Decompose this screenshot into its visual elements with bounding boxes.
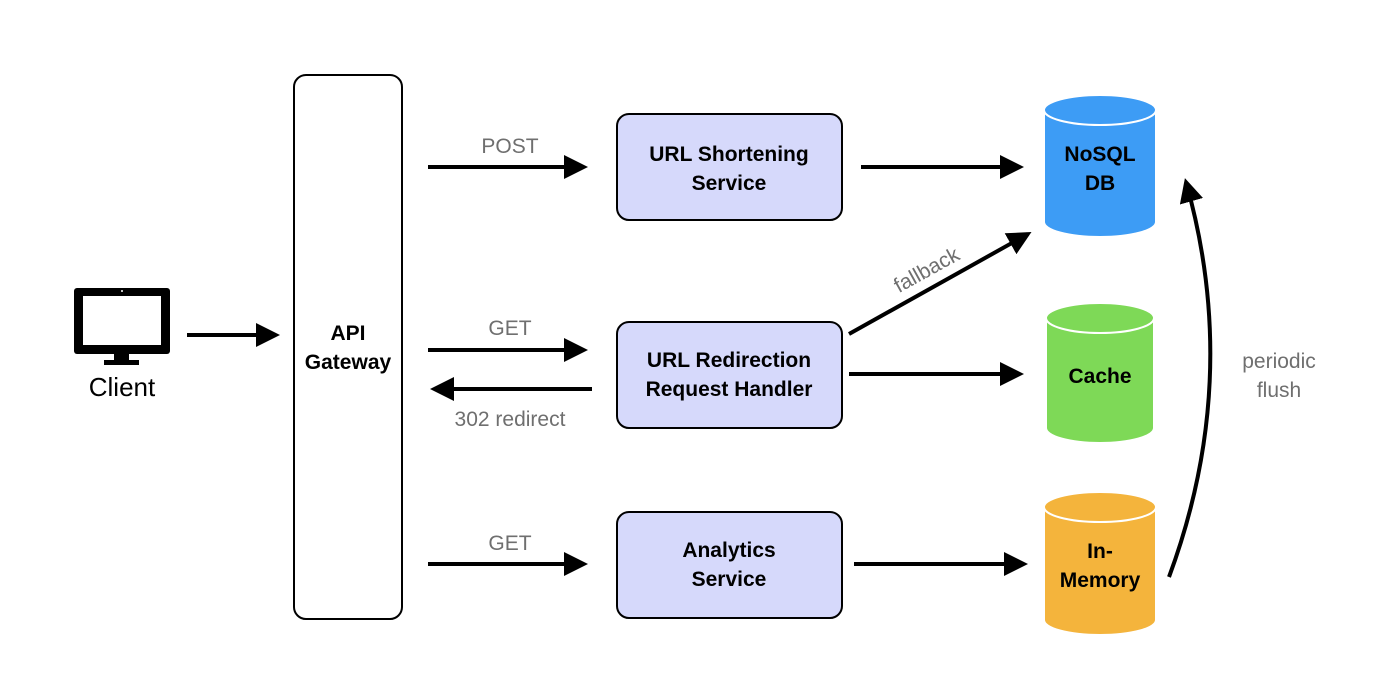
client-label: Client <box>89 372 156 402</box>
url-shortening-label-line1: URL Shortening <box>649 143 808 166</box>
in-memory-label-line2: Memory <box>1060 569 1141 592</box>
edge-label-get-analytics: GET <box>488 532 531 555</box>
analytics-label-line2: Service <box>692 568 767 591</box>
url-redirection-label-line1: URL Redirection <box>647 349 811 372</box>
nosql-db-node: NoSQL DB <box>1043 94 1157 238</box>
url-redirection-label-line2: Request Handler <box>646 378 813 401</box>
url-redirection-handler-node: URL Redirection Request Handler <box>616 321 843 429</box>
edge-label-get-redirect: GET <box>488 317 531 340</box>
nosql-db-cylinder <box>1043 94 1157 238</box>
cache-node: Cache <box>1045 302 1155 444</box>
in-memory-cylinder <box>1043 491 1157 636</box>
in-memory-node: In- Memory <box>1043 491 1157 636</box>
url-redirection-handler-box <box>616 321 843 429</box>
api-gateway-box <box>293 74 403 620</box>
client-node: Client <box>74 288 170 402</box>
in-memory-label-line1: In- <box>1087 540 1113 563</box>
edge-label-periodic: periodic <box>1242 350 1316 373</box>
api-gateway-label-line2: Gateway <box>305 351 392 374</box>
url-shortening-service-node: URL Shortening Service <box>616 113 843 221</box>
in-memory-cylinder-rim <box>1043 506 1157 523</box>
cache-cylinder <box>1045 302 1155 444</box>
api-gateway-label-line1: API <box>330 322 365 345</box>
edges <box>187 155 1213 578</box>
arrow-redirection-to-nosql-fallback <box>848 232 1032 336</box>
analytics-service-box <box>616 511 843 619</box>
analytics-label-line1: Analytics <box>682 539 775 562</box>
nosql-db-label-line2: DB <box>1085 172 1115 195</box>
nosql-db-cylinder-rim <box>1043 109 1157 126</box>
arrow-memory-to-nosql-flush <box>1167 178 1213 578</box>
nosql-db-label-line1: NoSQL <box>1064 143 1135 166</box>
api-gateway-node: API Gateway <box>293 74 403 620</box>
cache-cylinder-rim <box>1045 317 1155 334</box>
edge-label-302-redirect: 302 redirect <box>455 408 566 431</box>
url-shortening-label-line2: Service <box>692 172 767 195</box>
analytics-service-node: Analytics Service <box>616 511 843 619</box>
monitor-icon <box>74 288 170 365</box>
edge-label-flush: flush <box>1257 379 1301 402</box>
url-shortening-service-box <box>616 113 843 221</box>
cache-label: Cache <box>1068 365 1131 388</box>
edge-label-post: POST <box>481 135 538 158</box>
